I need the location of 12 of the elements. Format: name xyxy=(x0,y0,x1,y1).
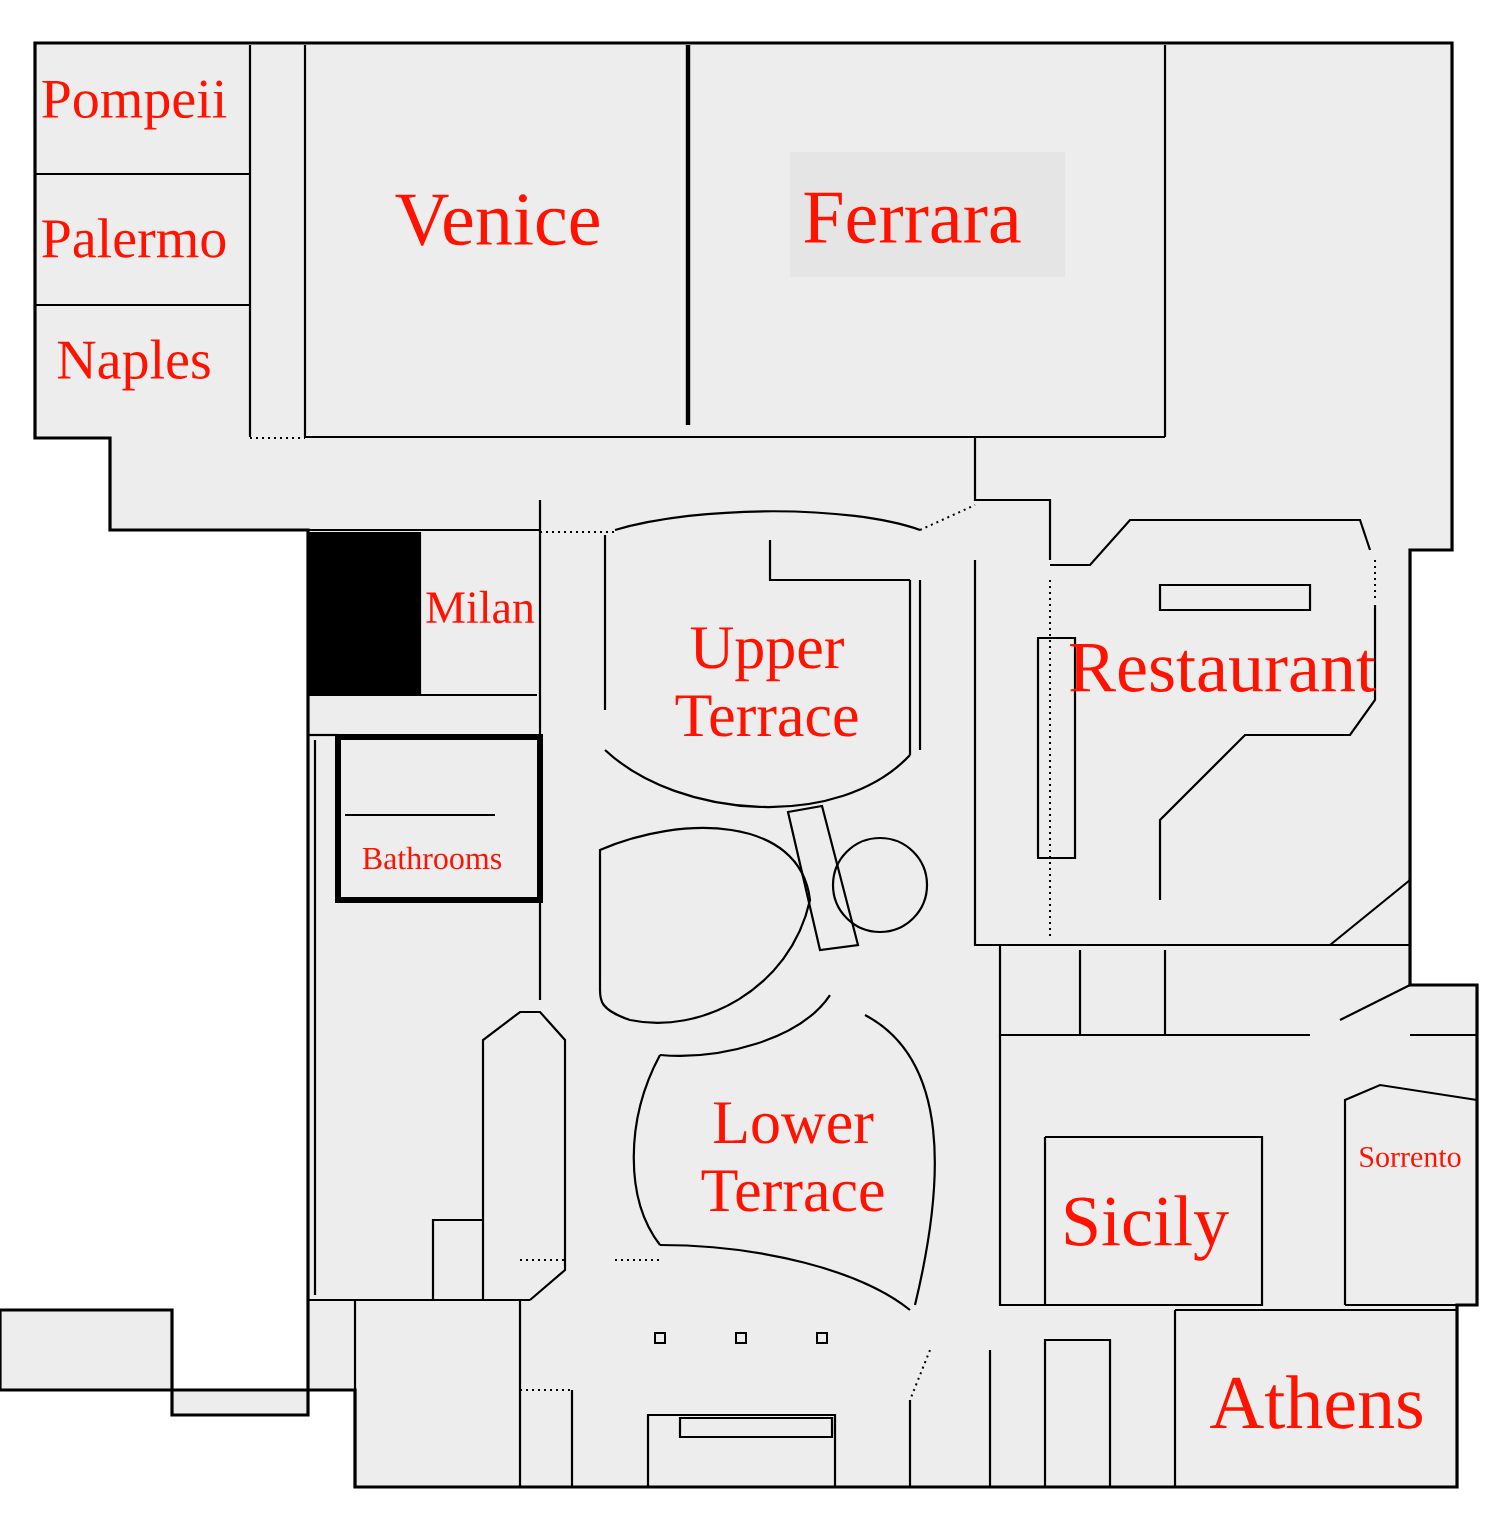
room-label: Sicily xyxy=(1065,1195,1229,1261)
room-label: Ferrara xyxy=(804,192,1021,244)
room-label: Sorrento xyxy=(1360,1146,1461,1168)
room-label: Venice xyxy=(395,194,599,246)
room-label: Palermo xyxy=(42,218,226,258)
room-label: Milan xyxy=(426,590,535,624)
room-label: Bathrooms xyxy=(362,846,502,870)
room-label: Lower Terrace xyxy=(701,1102,884,1212)
room-label: Upper Terrace xyxy=(675,627,858,737)
room-label: Athens xyxy=(1210,1375,1422,1429)
room-label: Naples xyxy=(57,339,210,391)
room-label: Pompeii xyxy=(42,80,227,130)
